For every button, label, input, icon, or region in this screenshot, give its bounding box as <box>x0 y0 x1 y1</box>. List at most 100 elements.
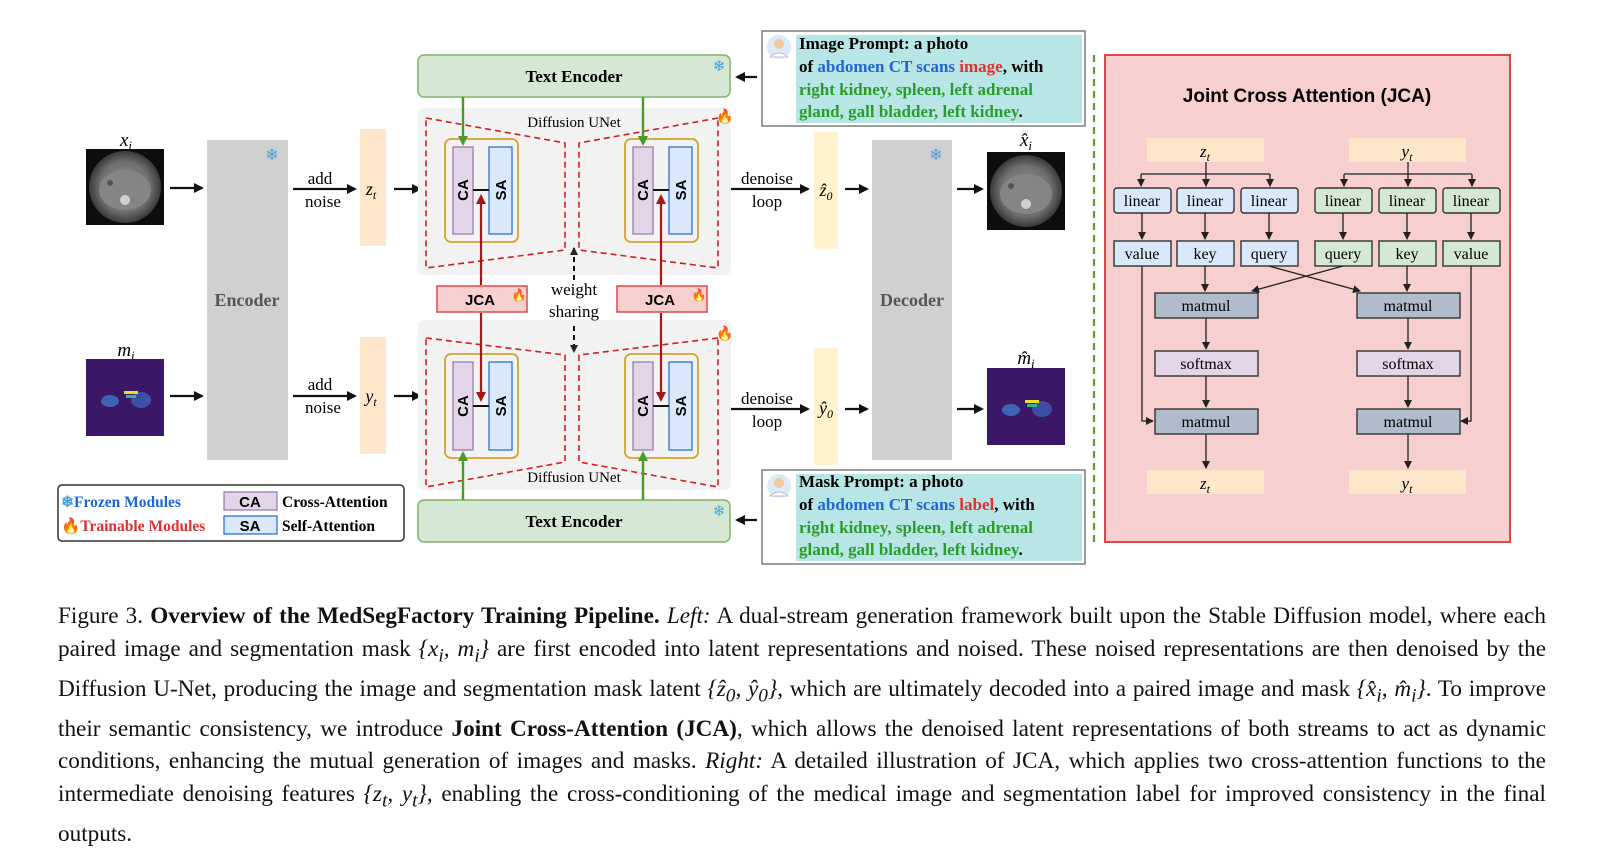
caption-title: Overview of the MedSegFactory Training P… <box>150 603 660 629</box>
figure-caption: Figure 3. Overview of the MedSegFactory … <box>58 603 1547 847</box>
math-xi-mi: {xi, mi} <box>418 635 489 667</box>
svg-text:zt: zt <box>1199 474 1211 496</box>
svg-text:CA: CA <box>635 179 652 201</box>
caption-right-label: Right: <box>705 748 764 775</box>
jca-linear: linear <box>1389 193 1426 210</box>
y-t-latent <box>360 337 386 454</box>
pipeline-diagram: xi mi Encoder ❄ add noise add noise zt y… <box>57 30 1511 565</box>
math-zt-yt: {zt, yt} <box>363 780 427 812</box>
jca-value-right: value <box>1454 246 1489 263</box>
trainable-flame-icon: 🔥 <box>716 325 733 342</box>
svg-text:yt: yt <box>1400 142 1414 164</box>
jca-key-right: key <box>1395 246 1418 263</box>
frozen-snowflake-icon: ❄ <box>929 147 942 164</box>
svg-text:Self-Attention: Self-Attention <box>282 518 375 535</box>
svg-text:yt: yt <box>1400 474 1414 496</box>
trainable-flame-icon: 🔥 <box>512 288 527 302</box>
caption-fig-number: Figure 3. <box>58 603 144 629</box>
svg-text:JCA: JCA <box>465 292 495 309</box>
svg-text:SA: SA <box>493 179 510 200</box>
z-t-label: zt <box>365 179 377 202</box>
z-0-label: ẑ0 <box>818 180 832 203</box>
unet-bottom-label: Diffusion UNet <box>527 470 621 486</box>
svg-text:Mask Prompt: a photo of: Mask Prompt: a photo of abdomen CT scans… <box>799 472 1039 559</box>
x-i-label: xi <box>119 130 132 153</box>
jca-matmul: matmul <box>1182 298 1231 315</box>
ct-input-image <box>86 149 164 225</box>
svg-text:CA: CA <box>455 179 472 201</box>
trainable-flame-icon: 🔥 <box>692 288 707 302</box>
jca-title: Joint Cross Attention (JCA) <box>1183 86 1431 107</box>
y-t-label: yt <box>363 386 377 409</box>
legend: ❄Frozen Modules 🔥Trainable Modules CA Cr… <box>57 484 405 542</box>
decoder-block: Decoder ❄ <box>872 140 952 460</box>
doctor-avatar-icon <box>767 35 791 59</box>
math-z0-y0: {ẑ0, ŷ0} <box>707 675 778 707</box>
jca-matmul: matmul <box>1384 414 1433 431</box>
svg-text:CA: CA <box>635 395 652 417</box>
jca-query-right: query <box>1325 246 1361 263</box>
jca-softmax: softmax <box>1382 356 1434 373</box>
doctor-avatar-icon <box>767 474 791 498</box>
text-encoder-bottom-label: Text Encoder <box>525 512 623 531</box>
jca-softmax: softmax <box>1180 356 1232 373</box>
jca-value-left: value <box>1125 246 1160 263</box>
add-noise-top-add: add <box>308 169 333 188</box>
trainable-flame-icon: 🔥 <box>716 108 733 125</box>
jca-detail-panel: Joint Cross Attention (JCA) zt yt linear… <box>1104 54 1511 543</box>
m-i-label: mi <box>117 340 135 363</box>
svg-text:zt: zt <box>1199 142 1211 164</box>
jca-linear: linear <box>1453 193 1490 210</box>
y-0-latent <box>814 348 838 465</box>
svg-text:SA: SA <box>673 179 690 200</box>
unet-top-label: Diffusion UNet <box>527 115 621 131</box>
svg-text:SA: SA <box>673 395 690 416</box>
text-encoder-top-label: Text Encoder <box>525 67 623 86</box>
svg-text:CA: CA <box>239 494 261 511</box>
diffusion-unet-bottom: Diffusion UNet 🔥 CA SA CA SA <box>418 320 734 490</box>
svg-text:Cross-Attention: Cross-Attention <box>282 494 388 511</box>
denoise-bottom: denoise <box>741 389 793 408</box>
frozen-snowflake-icon: ❄ <box>713 504 726 520</box>
jca-key-left: key <box>1193 246 1216 263</box>
denoise-top: denoise <box>741 169 793 188</box>
add-noise-bottom-add: add <box>308 375 333 394</box>
jca-block-left: JCA 🔥 <box>436 285 528 313</box>
svg-text:JCA: JCA <box>645 292 675 309</box>
add-noise-top-noise: noise <box>305 192 341 211</box>
text-encoder-bottom: Text Encoder ❄ <box>417 499 731 543</box>
xhat-i-label: x̂i <box>1019 130 1032 153</box>
jca-matmul: matmul <box>1182 414 1231 431</box>
jca-linear: linear <box>1187 193 1224 210</box>
mask-prompt-box: Mask Prompt: a photo of abdomen CT scans… <box>761 469 1086 565</box>
mhat-i-label: m̂i <box>1017 348 1035 371</box>
weight-label: weight <box>551 280 598 299</box>
jca-linear: linear <box>1325 193 1362 210</box>
text-encoder-top: Text Encoder ❄ <box>417 54 731 98</box>
math-xhat-mhat: {x̂i, m̂i} <box>1356 675 1426 707</box>
jca-z-t-output <box>1147 470 1264 494</box>
mask-input-image <box>86 359 164 436</box>
svg-text:SA: SA <box>240 518 261 535</box>
figure: xi mi Encoder ❄ add noise add noise zt y… <box>57 30 1511 565</box>
jca-block-right: JCA 🔥 <box>616 285 708 313</box>
jca-y-t-output <box>1349 470 1466 494</box>
jca-query-left: query <box>1251 246 1287 263</box>
caption-jca-bold: Joint Cross-Attention (JCA) <box>451 715 737 742</box>
frozen-snowflake-icon: ❄ <box>713 59 726 75</box>
jca-matmul: matmul <box>1384 298 1433 315</box>
loop-bottom: loop <box>752 412 782 431</box>
decoder-label: Decoder <box>880 290 944 310</box>
frozen-snowflake-icon: ❄ <box>265 147 278 164</box>
encoder-block: Encoder ❄ <box>207 140 288 460</box>
svg-text:CA: CA <box>455 395 472 417</box>
add-noise-bottom-noise: noise <box>305 398 341 417</box>
svg-text:Image Prompt: a photo of: Image Prompt: a photo of abdomen CT scan… <box>799 34 1048 121</box>
diffusion-unet-top: Diffusion UNet 🔥 CA SA CA SA <box>418 108 734 275</box>
y-0-label: ŷ0 <box>817 398 833 421</box>
jca-y-t-input <box>1349 138 1466 162</box>
z-0-latent <box>814 132 838 249</box>
jca-linear: linear <box>1251 193 1288 210</box>
mask-output-image <box>987 368 1065 445</box>
ct-output-image <box>987 152 1065 230</box>
